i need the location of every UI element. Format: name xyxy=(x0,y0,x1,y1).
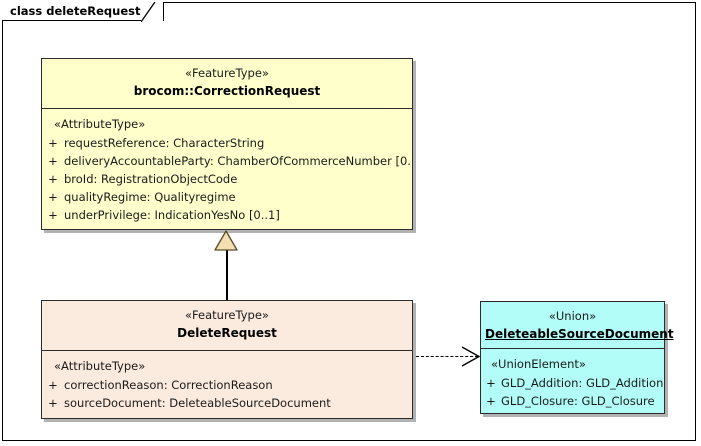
attribute-text: correctionReason: CorrectionReason xyxy=(64,377,273,392)
frame-tab-corner-svg xyxy=(140,2,163,22)
attribute-row[interactable]: + correctionReason: CorrectionReason xyxy=(42,376,412,394)
attribute-visibility: + xyxy=(48,135,58,150)
class-name: DeleteableSourceDocument xyxy=(485,326,674,341)
dependency-arrowhead-icon[interactable] xyxy=(461,346,481,367)
dependency-open-arrow-svg xyxy=(461,346,481,367)
attribute-text: GLD_Addition: GLD_Addition xyxy=(501,375,664,390)
generalization-arrowhead-icon[interactable] xyxy=(214,230,238,251)
attribute-visibility: + xyxy=(48,395,58,410)
attribute-text: requestReference: CharacterString xyxy=(64,135,265,150)
attribute-row[interactable]: + broId: RegistrationObjectCode xyxy=(42,170,412,188)
attribute-row[interactable]: + sourceDocument: DeleteableSourceDocume… xyxy=(42,394,412,412)
class-stereotype: «FeatureType» xyxy=(185,66,269,80)
class-header-deleteablesourcedocument: «Union» DeleteableSourceDocument xyxy=(481,302,674,349)
attribute-visibility: + xyxy=(48,172,58,187)
attribute-text: qualityRegime: Qualityregime xyxy=(64,190,236,205)
attributes-compartment-deleteablesourcedocument: «UnionElement» + GLD_Addition: GLD_Addit… xyxy=(481,349,664,418)
diagram-frame-label-tab: class deleteRequest xyxy=(2,2,164,22)
attribute-row[interactable]: + GLD_Addition: GLD_Addition xyxy=(481,374,664,392)
attributes-compartment-deleterequest: «AttributeType» + correctionReason: Corr… xyxy=(42,351,412,420)
attribute-visibility: + xyxy=(48,377,58,392)
compartment-stereotype: «AttributeType» xyxy=(54,117,146,131)
generalization-triangle-svg xyxy=(214,230,238,251)
attribute-visibility: + xyxy=(48,153,58,168)
attribute-row[interactable]: + underPrivilege: IndicationYesNo [0..1] xyxy=(42,206,412,224)
attribute-visibility: + xyxy=(48,208,58,223)
diagram-frame-label: class deleteRequest xyxy=(10,4,141,18)
compartment-stereotype: «UnionElement» xyxy=(491,357,586,371)
class-header-deleterequest: «FeatureType» DeleteRequest xyxy=(42,301,412,351)
attribute-text: sourceDocument: DeleteableSourceDocument xyxy=(64,395,331,410)
attribute-visibility: + xyxy=(486,393,496,408)
frame-tab-corner-icon xyxy=(140,2,163,22)
attribute-visibility: + xyxy=(48,190,58,205)
class-box-deleteablesourcedocument[interactable]: «Union» DeleteableSourceDocument «UnionE… xyxy=(480,301,674,414)
class-stereotype: «FeatureType» xyxy=(185,308,269,322)
attribute-row[interactable]: + GLD_Closure: GLD_Closure xyxy=(481,392,664,410)
attribute-text: GLD_Closure: GLD_Closure xyxy=(501,393,655,408)
attribute-text: broId: RegistrationObjectCode xyxy=(64,172,238,187)
dependency-line[interactable] xyxy=(416,356,478,357)
attribute-row[interactable]: + requestReference: CharacterString xyxy=(42,134,412,152)
class-name: brocom::CorrectionRequest xyxy=(133,83,321,98)
class-box-deleterequest[interactable]: «FeatureType» DeleteRequest «AttributeTy… xyxy=(41,300,413,419)
compartment-stereotype: «AttributeType» xyxy=(54,359,146,373)
class-box-correctionrequest[interactable]: «FeatureType» brocom::CorrectionRequest … xyxy=(41,58,413,230)
class-name: DeleteRequest xyxy=(177,325,277,340)
class-stereotype: «Union» xyxy=(548,309,597,323)
attribute-visibility: + xyxy=(486,375,496,390)
attribute-text: deliveryAccountableParty: ChamberOfComme… xyxy=(64,153,412,168)
attribute-row[interactable]: + deliveryAccountableParty: ChamberOfCom… xyxy=(42,152,412,170)
attributes-compartment-correctionrequest: «AttributeType» + requestReference: Char… xyxy=(42,109,412,233)
class-header-correctionrequest: «FeatureType» brocom::CorrectionRequest xyxy=(42,59,412,109)
attribute-row[interactable]: + qualityRegime: Qualityregime xyxy=(42,188,412,206)
generalization-line[interactable] xyxy=(226,250,228,300)
attribute-text: underPrivilege: IndicationYesNo [0..1] xyxy=(64,208,280,223)
